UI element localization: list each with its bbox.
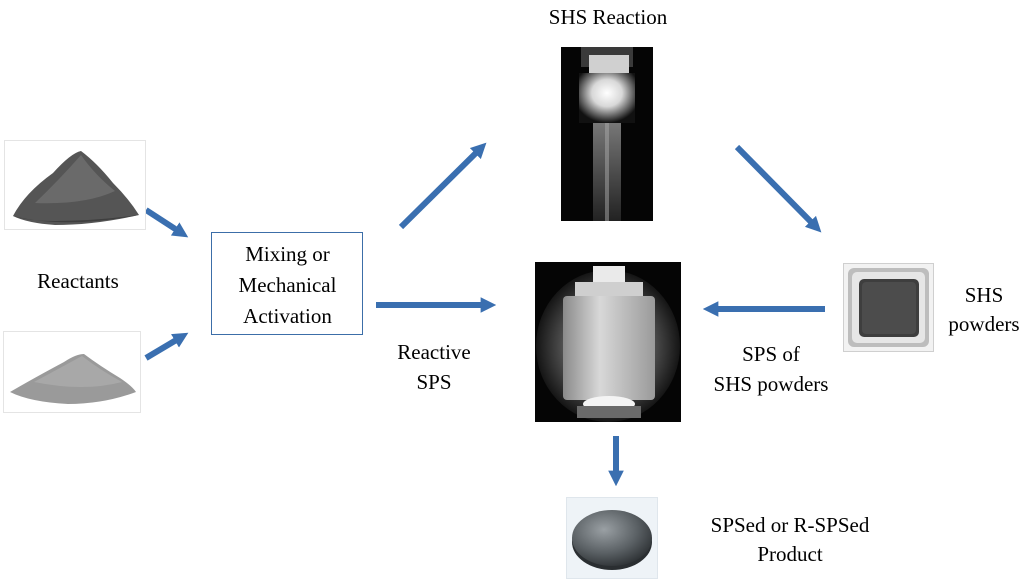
- shs-powders-label-line2: powders: [948, 312, 1020, 336]
- reactant-powder-light-image: [3, 331, 141, 413]
- arrow-mixing-to-shs: [398, 142, 487, 230]
- reactive-sps-label-line1: Reactive: [397, 340, 471, 364]
- sps-of-shs-powders-label-line1: SPS of: [742, 342, 800, 366]
- product-label-line1: SPSed or R-SPSed: [710, 513, 870, 537]
- sps-of-shs-powders-label-line2: SHS powders: [713, 372, 829, 396]
- shs-powders-image: [843, 263, 934, 352]
- arrow-shs-to-powders: [734, 144, 822, 233]
- arrow-reactant1-to-mixing: [144, 207, 189, 238]
- shs-reaction-label: SHS Reaction: [548, 5, 668, 29]
- reactive-sps-label-line2: SPS: [416, 370, 452, 394]
- mixing-activation-box: [211, 232, 363, 335]
- mixing-label-line1: Mixing or: [245, 242, 330, 266]
- reactants-label: Reactants: [37, 269, 119, 293]
- sps-process-image: [535, 262, 681, 422]
- reactant-powder-dark-image: [4, 140, 146, 230]
- mixing-label-line3: Activation: [243, 304, 332, 328]
- shs-reaction-image: [561, 47, 653, 221]
- shs-powders-label-line1: SHS: [964, 283, 1004, 307]
- product-label-line2: Product: [757, 542, 823, 566]
- arrow-reactant2-to-mixing: [144, 332, 189, 361]
- product-disk-image: [566, 497, 658, 579]
- mixing-label-line2: Mechanical: [238, 273, 337, 297]
